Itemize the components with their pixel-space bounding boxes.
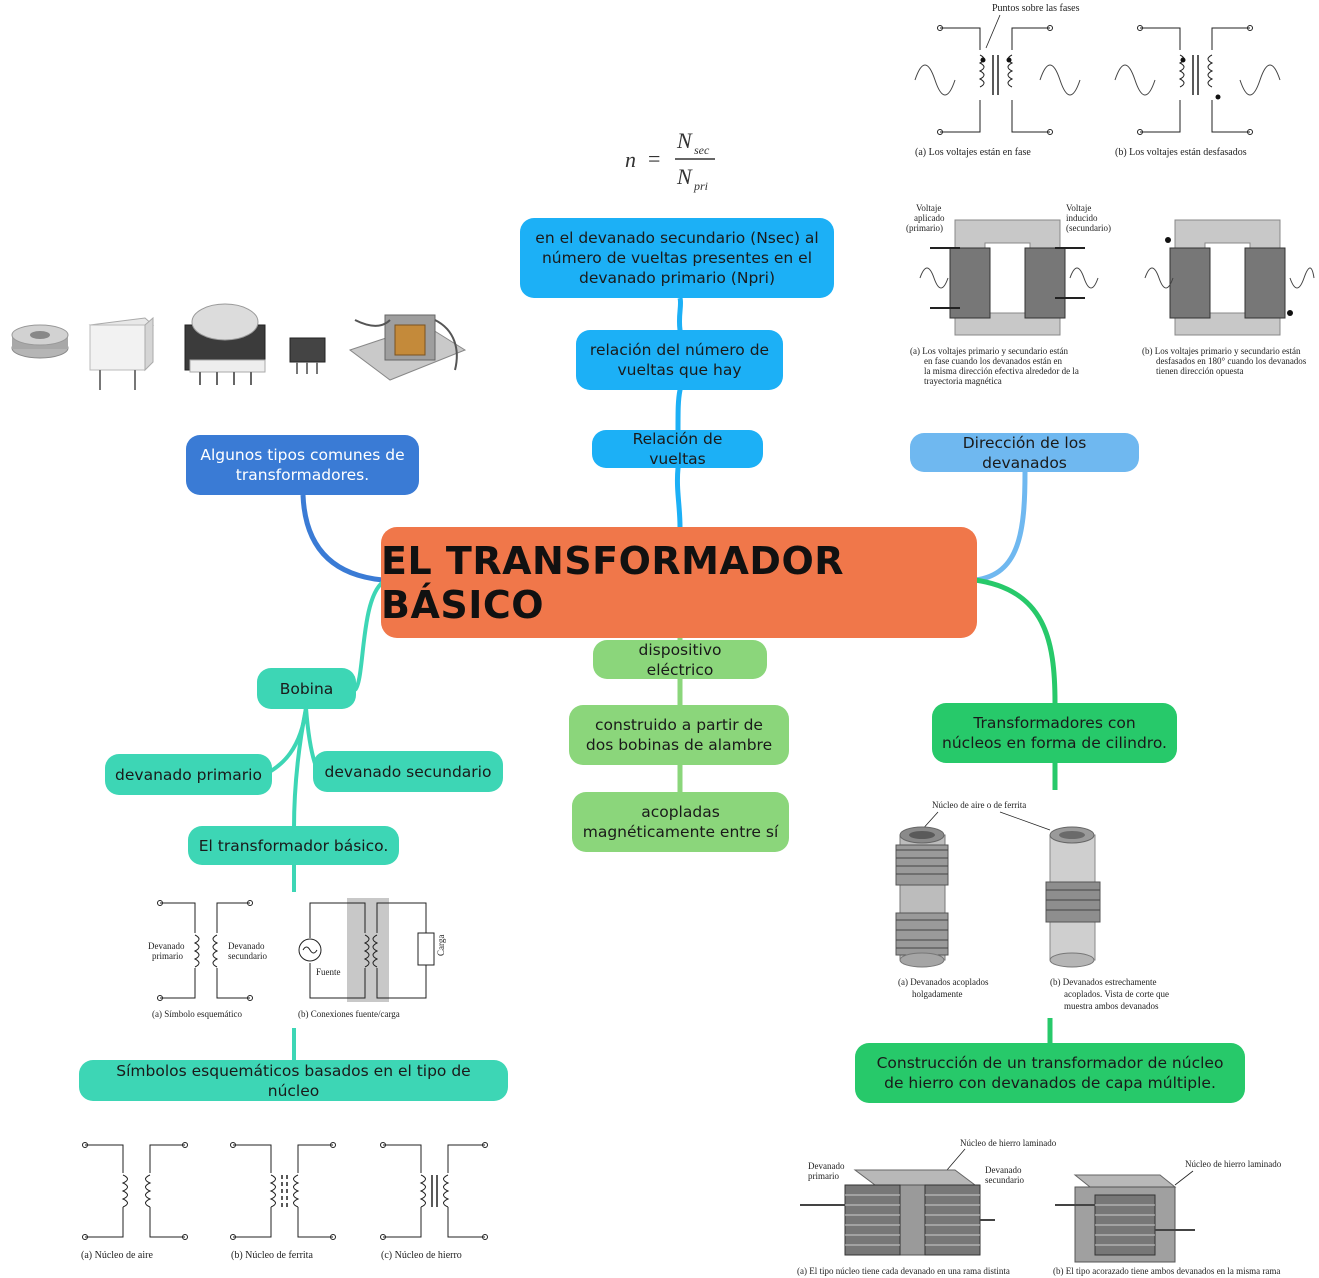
cyl-title: Núcleo de aire o de ferrita — [932, 800, 1026, 810]
cyl-cap-b-0: (b) Devanados estrechamente — [1050, 977, 1156, 987]
dir-cap-a-2: la misma dirección efectiva alrededor de… — [924, 366, 1079, 376]
node-acopladas[interactable]: acopladas magnéticamente entre sí — [572, 792, 789, 852]
cyl-cap-b-1: acoplados. Vista de corte que — [1064, 989, 1169, 999]
iron-primario-1: primario — [808, 1171, 839, 1181]
phase-caption-b: (b) Los voltajes están desfasados — [1115, 147, 1247, 158]
dir-cap-a-3: trayectoria magnética — [924, 376, 1002, 386]
iron-laminado-b: Núcleo de hierro laminado — [1185, 1159, 1282, 1169]
basic-primario-0: Devanado — [148, 941, 185, 951]
phase-dots-title: Puntos sobre las fases — [992, 3, 1080, 14]
formula-num-sub: sec — [694, 143, 710, 157]
basic-transformer-figure: Devanado primario Devanado secundario (a… — [148, 898, 446, 1019]
iron-cap-a: (a) El tipo núcleo tiene cada devanado e… — [797, 1266, 1010, 1276]
basic-fuente: Fuente — [316, 967, 341, 977]
lbl-inducido-0: Voltaje — [1066, 203, 1091, 213]
dir-cap-a-0: (a) Los voltajes primario y secundario e… — [910, 346, 1068, 356]
node-bobina[interactable]: Bobina — [257, 668, 356, 709]
lbl-inducido-2: (secundario) — [1066, 223, 1111, 233]
node-dispositivo-electrico[interactable]: dispositivo eléctrico — [593, 640, 767, 679]
node-devanado-secundario-definicion[interactable]: en el devanado secundario (Nsec) al núme… — [520, 218, 834, 298]
core-caption-air: (a) Núcleo de aire — [81, 1250, 153, 1261]
lbl-inducido-1: inducido — [1066, 213, 1098, 223]
basic-caption-a: (a) Símbolo esquemático — [152, 1009, 242, 1019]
transformer-types-image — [11, 303, 467, 390]
core-caption-ferrite: (b) Núcleo de ferrita — [231, 1250, 313, 1261]
basic-primario-1: primario — [152, 951, 183, 961]
basic-secundario-1: secundario — [228, 951, 267, 961]
formula-equals: = — [648, 146, 660, 171]
dir-cap-b-0: (b) Los voltajes primario y secundario e… — [1142, 346, 1301, 356]
formula-num: N — [676, 128, 693, 153]
iron-secundario-0: Devanado — [985, 1165, 1022, 1175]
dir-cap-b-1: desfasados en 180° cuando los devanados — [1156, 356, 1307, 366]
node-tipos-transformadores[interactable]: Algunos tipos comunes de transformadores… — [186, 435, 419, 495]
iron-primario-0: Devanado — [808, 1161, 845, 1171]
basic-secundario-0: Devanado — [228, 941, 265, 951]
dir-cap-b-2: tienen dirección opuesta — [1156, 366, 1243, 376]
core-symbols-figure: (a) Núcleo de aire (b) Núcleo de ferrita… — [81, 1142, 488, 1261]
cylinder-core-figure: Núcleo de aire o de ferrita (a) Devanado… — [895, 800, 1169, 1011]
iron-core-figure: Núcleo de hierro laminado Devanado prima… — [797, 1138, 1282, 1276]
formula-lhs: n — [625, 147, 636, 172]
cyl-cap-b-2: muestra ambos devanados — [1064, 1001, 1159, 1011]
lbl-aplicado-0: Voltaje — [916, 203, 941, 213]
cyl-cap-a-1: holgadamente — [912, 989, 962, 999]
iron-cap-b: (b) El tipo acorazado tiene ambos devana… — [1053, 1266, 1280, 1276]
node-relacion-numero[interactable]: relación del número de vueltas que hay — [576, 330, 783, 390]
dir-cap-a-1: en fase cuando los devanados están en — [924, 356, 1062, 366]
formula-den: N — [676, 164, 693, 189]
node-construccion-hierro[interactable]: Construcción de un transformador de núcl… — [855, 1043, 1245, 1103]
cyl-cap-a-0: (a) Devanados acoplados — [898, 977, 989, 987]
core-caption-iron: (c) Núcleo de hierro — [381, 1250, 462, 1261]
lbl-aplicado-1: aplicado — [914, 213, 945, 223]
iron-laminado: Núcleo de hierro laminado — [960, 1138, 1057, 1148]
formula-den-sub: pri — [693, 179, 708, 193]
turns-ratio-formula: n = N sec N pri — [625, 128, 715, 193]
node-direccion-devanados[interactable]: Dirección de los devanados — [910, 433, 1139, 472]
phase-dots-figure: Puntos sobre las fases (a) Los voltajes … — [914, 3, 1281, 158]
node-cilindro[interactable]: Transformadores con núcleos en forma de … — [932, 703, 1177, 763]
central-topic[interactable]: EL TRANSFORMADOR BÁSICO — [381, 527, 977, 638]
iron-secundario-1: secundario — [985, 1175, 1024, 1185]
phase-caption-a: (a) Los voltajes están en fase — [915, 147, 1031, 158]
winding-direction-figure: Voltaje aplicado (primario) Voltaje indu… — [906, 203, 1315, 386]
node-relacion-vueltas[interactable]: Relación de vueltas — [592, 430, 763, 468]
lbl-aplicado-2: (primario) — [906, 223, 943, 233]
node-simbolos-esquematicos[interactable]: Símbolos esquemáticos basados en el tipo… — [79, 1060, 508, 1101]
basic-carga: Carga — [436, 935, 446, 956]
basic-caption-b: (b) Conexiones fuente/carga — [298, 1009, 400, 1019]
node-transformador-basico[interactable]: El transformador básico. — [188, 826, 399, 865]
node-construido[interactable]: construido a partir de dos bobinas de al… — [569, 705, 789, 765]
node-devanado-primario[interactable]: devanado primario — [105, 754, 272, 795]
node-devanado-secundario[interactable]: devanado secundario — [313, 751, 503, 792]
